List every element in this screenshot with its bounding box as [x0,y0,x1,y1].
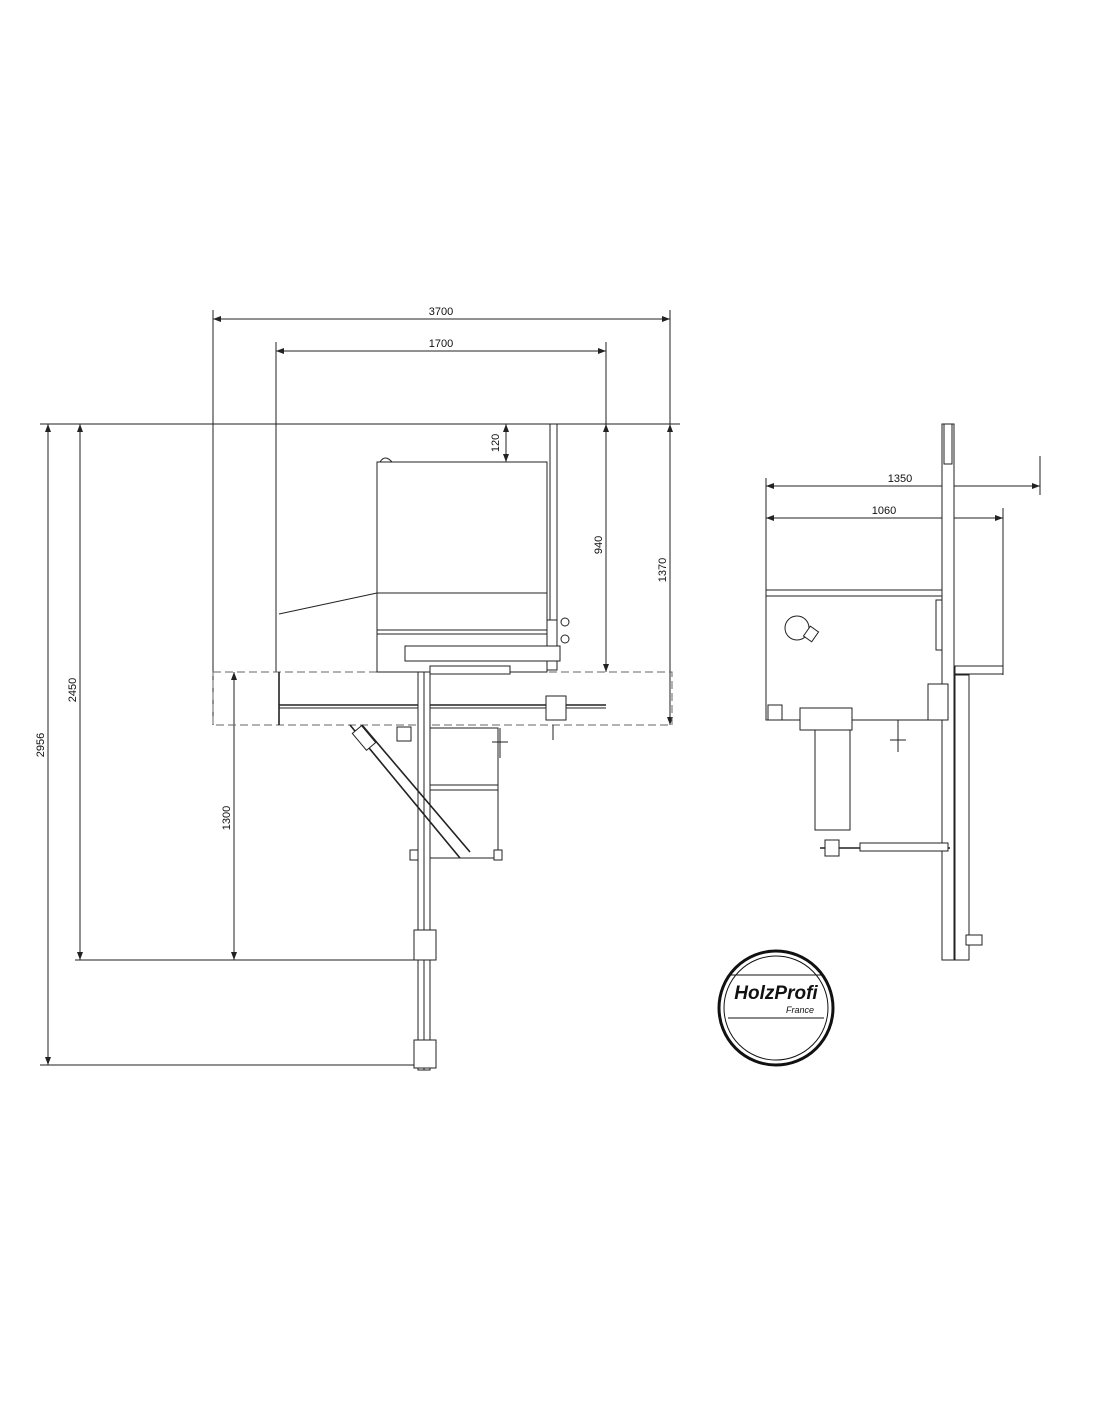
holzprofi-logo: HolzProfi France [717,949,835,1067]
logo-subtitle-text: France [786,1005,814,1015]
dim-label-1350: 1350 [888,473,912,485]
dim-label-1300: 1300 [221,806,233,830]
front-view: 3700 1700 2956 2450 1300 120 940 1370 [35,306,680,1071]
dim-label-1700: 1700 [429,338,453,350]
dim-label-2450: 2450 [67,678,79,702]
logo-brand-text: HolzProfi [734,983,818,1004]
dim-label-940: 940 [593,536,605,554]
dim-label-3700: 3700 [429,306,453,318]
dim-label-120: 120 [490,434,502,452]
side-view: 1350 1060 [765,423,1041,961]
dim-label-1060: 1060 [872,505,896,517]
dim-label-1370: 1370 [657,558,669,582]
dim-label-2956: 2956 [35,733,47,757]
